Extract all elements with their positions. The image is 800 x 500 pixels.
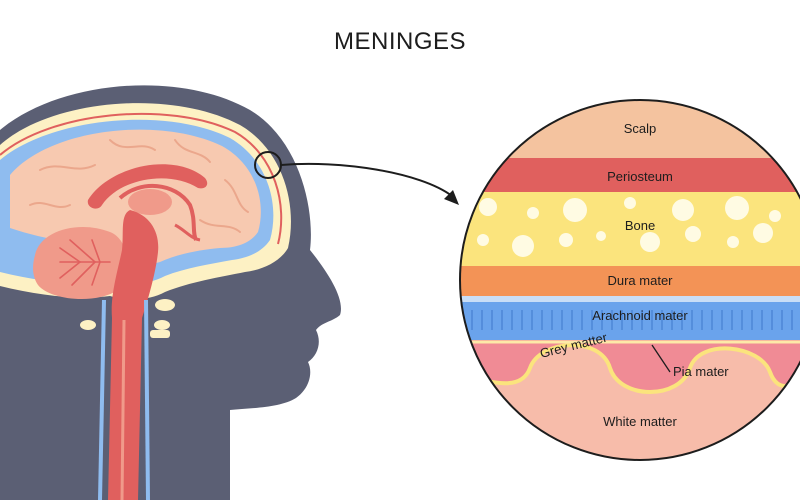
- vessel: [174, 223, 201, 242]
- brainstem: [108, 210, 159, 500]
- label-arachnoid-mater: Arachnoid mater: [592, 308, 688, 323]
- periosteum-layer: [460, 158, 800, 192]
- label-periosteum: Periosteum: [607, 169, 673, 184]
- head-illustration: [0, 85, 341, 500]
- spinal-csf-left: [98, 299, 106, 500]
- label-white-matter: White matter: [603, 414, 677, 429]
- meningeal-line: [0, 112, 283, 245]
- label-bone: Bone: [625, 218, 655, 233]
- spinal-csf-right: [144, 299, 150, 500]
- zoom-circle-outline: [459, 99, 800, 461]
- brain-folds: [29, 139, 249, 233]
- grey-matter-layer: [460, 340, 800, 392]
- subdural-line: [460, 296, 800, 302]
- label-pia-mater: Pia mater: [673, 364, 729, 379]
- vertebrae: [80, 299, 175, 338]
- diagram-title: MENINGES: [333, 28, 466, 55]
- layer-labels: Scalp Periosteum Bone Dura mater Arachno…: [538, 121, 729, 429]
- pia-leader-line: [651, 344, 671, 373]
- arachnoid-trabeculae: [461, 310, 793, 330]
- label-dura-mater: Dura mater: [607, 273, 673, 288]
- zoom-arrow: [280, 162, 459, 205]
- meninges-zoom-view: [460, 100, 800, 460]
- arachnoid-mater-layer: [460, 302, 800, 340]
- arbor-vitae: [59, 239, 111, 286]
- corpus-callosum: [87, 164, 208, 209]
- thalamus: [128, 189, 172, 215]
- bone-pores: [477, 196, 781, 257]
- spinal-cord-inner: [120, 319, 126, 500]
- dura-mater-layer: [460, 266, 800, 296]
- fornix: [118, 184, 198, 241]
- pia-mater-line: [460, 343, 800, 394]
- label-scalp: Scalp: [624, 121, 657, 136]
